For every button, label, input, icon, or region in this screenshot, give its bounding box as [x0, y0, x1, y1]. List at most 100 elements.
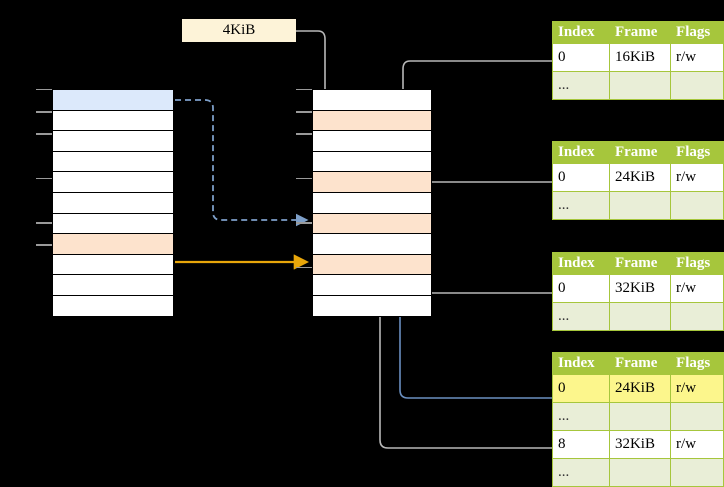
- table-cell: [670, 458, 724, 487]
- table-cell: [608, 71, 672, 100]
- table-cell: 0: [552, 43, 610, 72]
- memory-row: [312, 130, 432, 153]
- size-label-text: 4KiB: [222, 22, 256, 38]
- table-header-index: Index: [552, 141, 610, 164]
- memory-row: [312, 89, 432, 112]
- table-header-index: Index: [552, 252, 610, 275]
- table-header-flags: Flags: [670, 252, 724, 275]
- table-cell: [608, 458, 672, 487]
- table-cell: [670, 191, 724, 220]
- table-header-frame: Frame: [608, 21, 672, 44]
- table-header-index: Index: [552, 352, 610, 375]
- scale-tick: [296, 133, 312, 135]
- scale-tick: [36, 244, 52, 246]
- table-cell: 0: [552, 163, 610, 192]
- table-cell: [670, 302, 724, 331]
- table-row: ...: [552, 302, 724, 331]
- table-row: ...: [552, 71, 724, 100]
- memory-row: [52, 171, 174, 194]
- scale-tick: [296, 266, 312, 268]
- table-header-frame: Frame: [608, 352, 672, 375]
- table-header-index: Index: [552, 21, 610, 44]
- table-cell: 0: [552, 274, 610, 303]
- line-left-blue-dashed: [175, 99, 309, 227]
- memory-row: [312, 212, 432, 235]
- table-cell: ...: [552, 191, 610, 220]
- table-cell: [670, 71, 724, 100]
- table-cell: ...: [552, 71, 610, 100]
- memory-row: [312, 109, 432, 132]
- table-row: ...: [552, 458, 724, 487]
- line-table4-row8-to-memory: [374, 263, 556, 449]
- scale-tick: [36, 89, 52, 91]
- memory-row: [52, 191, 174, 215]
- table-cell: 32KiB: [608, 430, 672, 459]
- table-cell: ...: [552, 302, 610, 331]
- scale-tick: [296, 89, 312, 91]
- table-cell: 16KiB: [608, 43, 672, 72]
- memory-row: [52, 212, 174, 235]
- left-column: [52, 89, 174, 318]
- memory-row: [312, 274, 432, 297]
- middle-column: [312, 89, 432, 318]
- table-cell: [608, 302, 672, 331]
- memory-row: [312, 191, 432, 215]
- memory-row: [312, 233, 432, 256]
- table-cell: 24KiB: [608, 163, 672, 192]
- table-row: ...: [552, 402, 724, 431]
- memory-row: [52, 150, 174, 173]
- scale-tick: [36, 222, 52, 224]
- memory-row: [52, 294, 174, 318]
- memory-row: [312, 150, 432, 173]
- table-cell: 32KiB: [608, 274, 672, 303]
- scale-tick: [36, 133, 52, 135]
- memory-row: [52, 233, 174, 256]
- table-cell: [608, 191, 672, 220]
- table-cell: ...: [552, 458, 610, 487]
- size-label-4kib: 4KiB: [182, 19, 296, 42]
- table-cell: r/w: [670, 43, 724, 72]
- scale-tick: [36, 177, 52, 180]
- memory-row: [312, 253, 432, 276]
- line-size-to-memory: [296, 30, 331, 115]
- table-cell: r/w: [670, 430, 724, 459]
- table-cell: [670, 402, 724, 431]
- memory-row: [52, 89, 174, 112]
- table-cell: 8: [552, 430, 610, 459]
- memory-row: [312, 171, 432, 194]
- line-table3-to-memory: [419, 263, 556, 294]
- memory-row: [52, 274, 174, 297]
- table-cell: r/w: [670, 374, 724, 403]
- table-row: ...: [552, 191, 724, 220]
- scale-tick: [296, 177, 312, 180]
- memory-row: [312, 294, 432, 318]
- table-header-flags: Flags: [670, 141, 724, 164]
- table-header-frame: Frame: [608, 141, 672, 164]
- memory-row: [52, 130, 174, 153]
- table-cell: [608, 402, 672, 431]
- table-header-flags: Flags: [670, 21, 724, 44]
- scale-tick: [36, 111, 52, 113]
- table-cell: r/w: [670, 274, 724, 303]
- memory-row: [52, 109, 174, 132]
- scale-tick: [296, 222, 312, 224]
- table-header-flags: Flags: [670, 352, 724, 375]
- line-table4-row0-to-memory: [394, 219, 556, 399]
- memory-row: [52, 253, 174, 276]
- table-header-frame: Frame: [608, 252, 672, 275]
- line-table1-to-memory: [397, 60, 556, 181]
- line-table2-to-memory: [414, 181, 556, 225]
- table-cell: 24KiB: [608, 374, 672, 403]
- table-cell: ...: [552, 402, 610, 431]
- scale-tick: [296, 111, 312, 113]
